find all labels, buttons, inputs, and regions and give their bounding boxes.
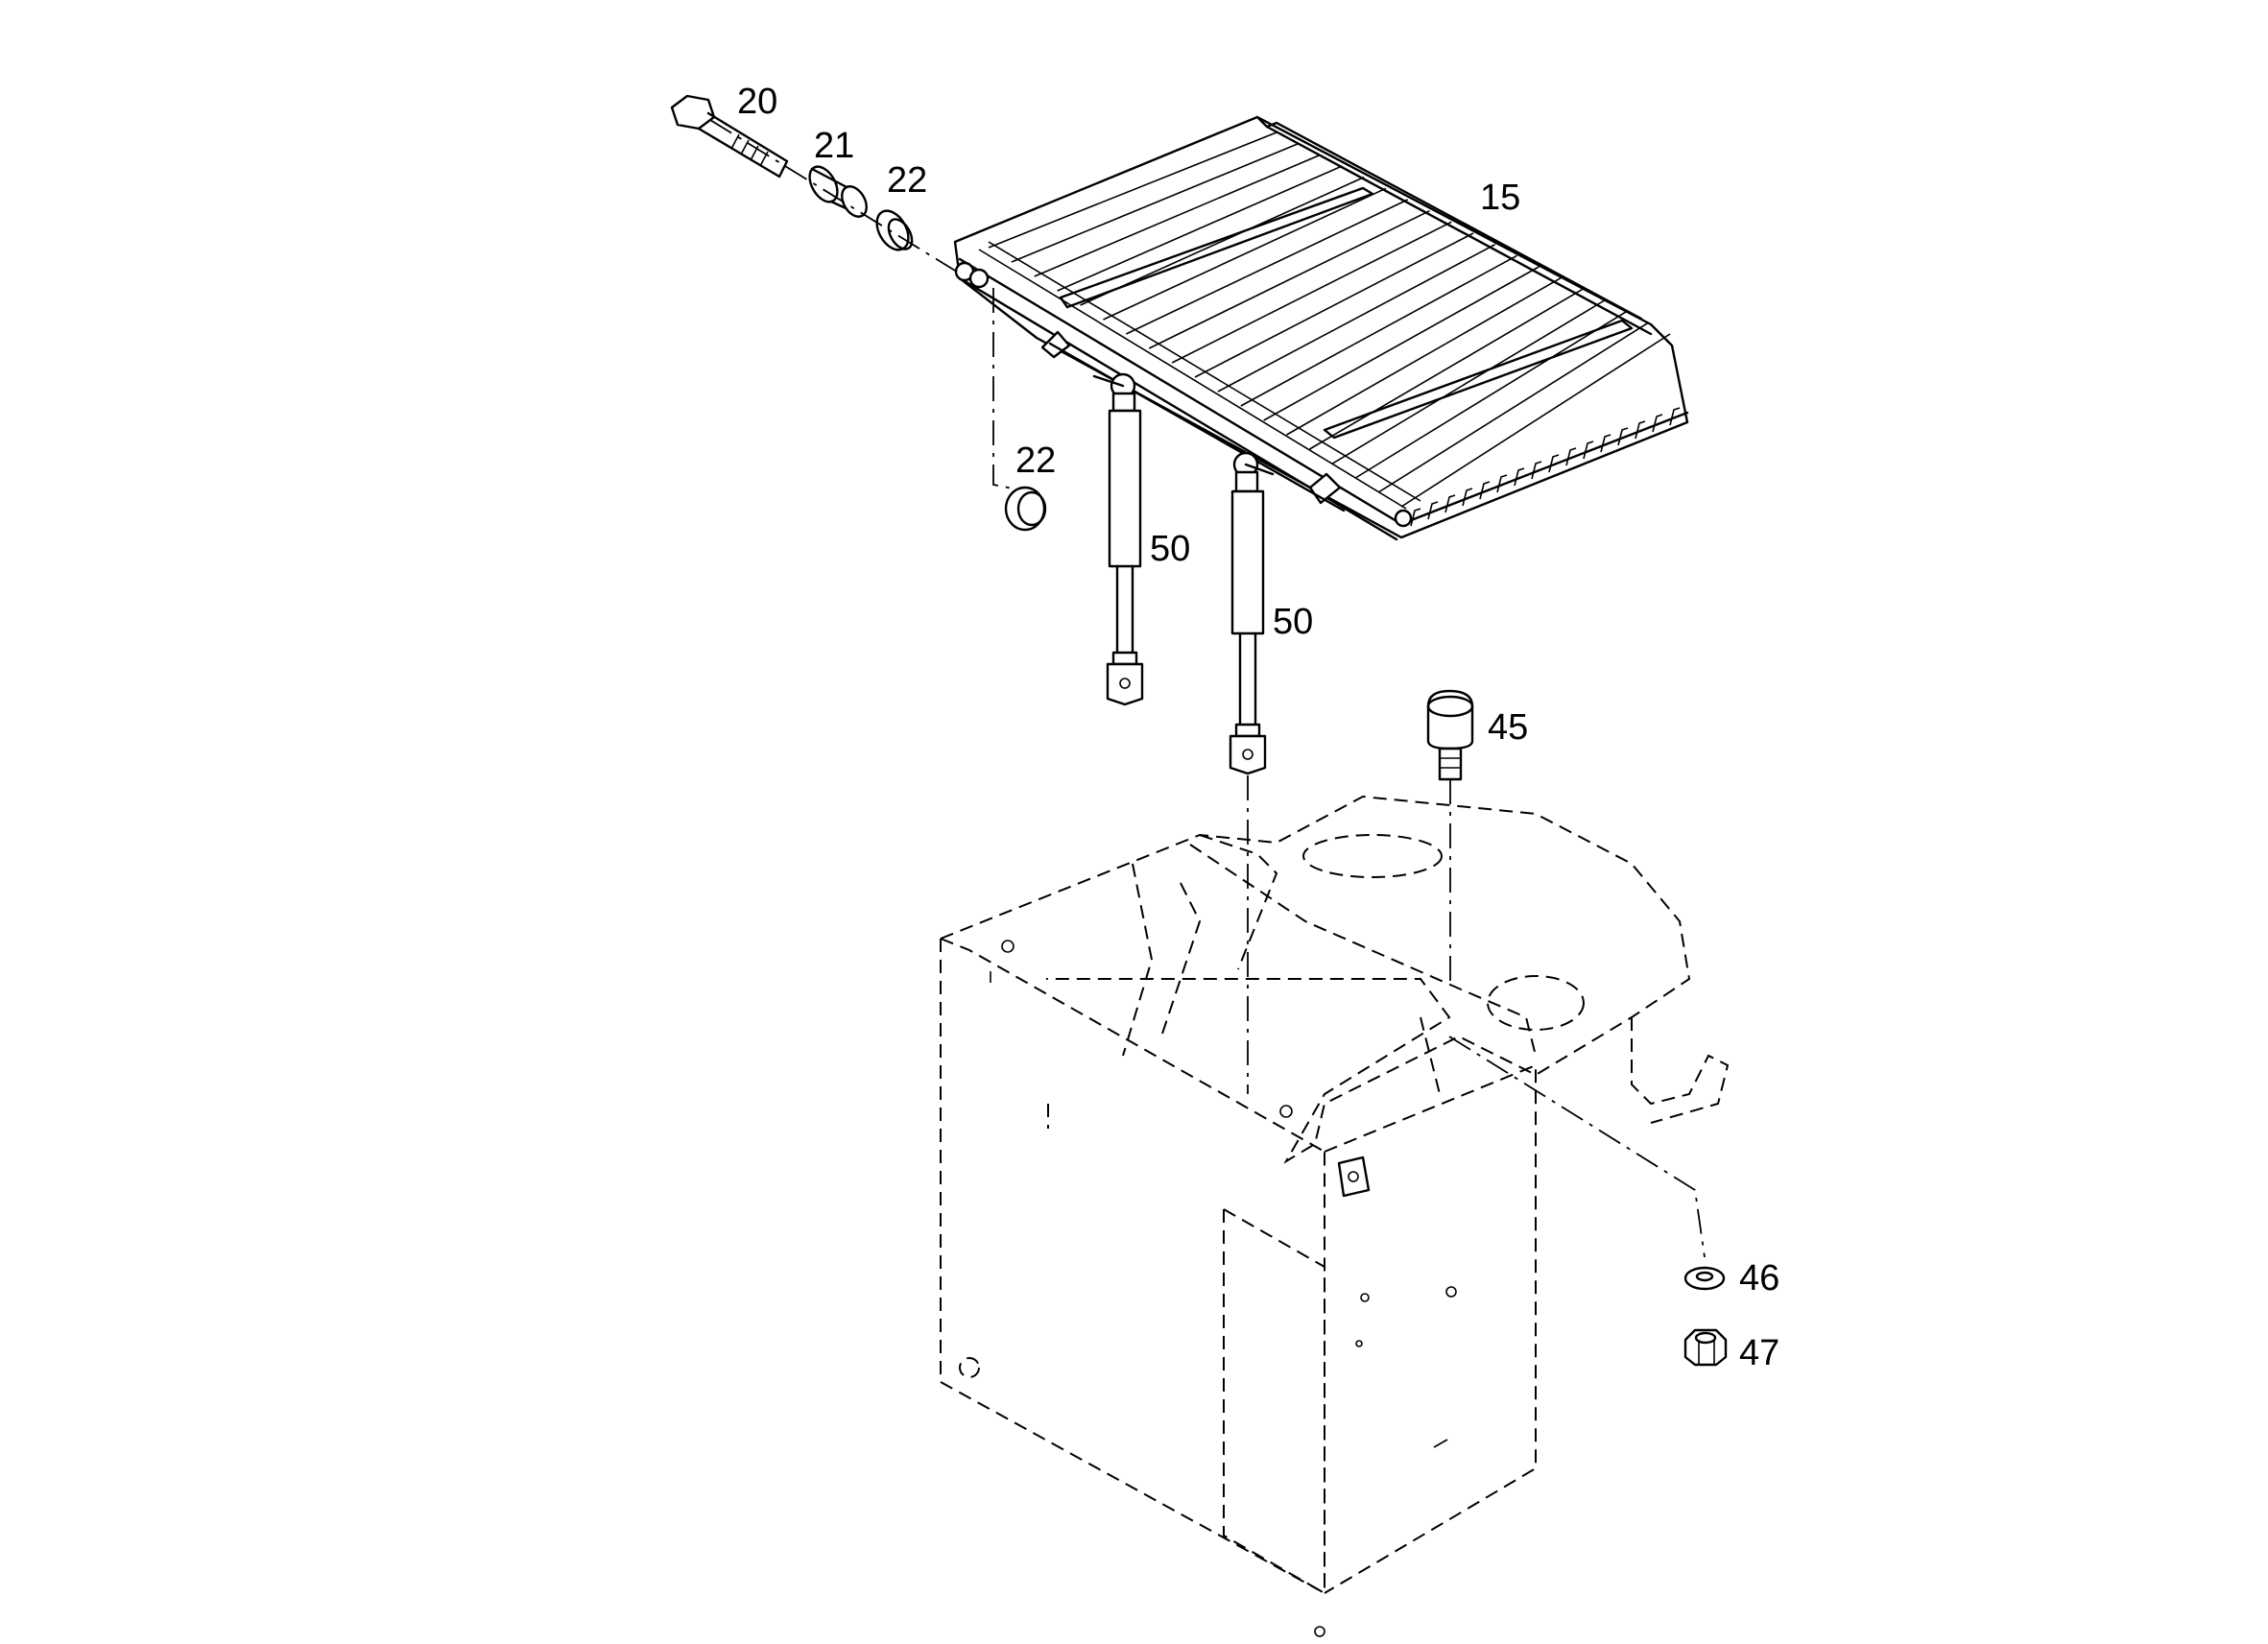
grille-tooth [1565,447,1577,466]
grille-slat [1377,322,1649,493]
grille-slat [988,131,1277,249]
gas-strut-part-50-right [1229,451,1275,775]
callout-50-left: 50 [1150,529,1190,569]
grille-slat [1194,232,1474,378]
nut-part-47 [1683,1328,1728,1367]
ring-part-22-upper [875,209,914,251]
grille-slat [1331,299,1606,465]
grille-slat [1080,176,1365,306]
grille-slat [1217,243,1496,393]
grille-tooth [1462,488,1473,507]
callout-47: 47 [1739,1333,1779,1373]
grille-tooth [1410,508,1421,527]
grille-tooth [1635,420,1646,440]
bolt-part-20 [670,94,789,179]
grille-slat [1240,254,1517,407]
grille-slat [1148,209,1430,349]
grille-slat [1103,187,1387,321]
callout-15: 15 [1480,178,1520,218]
grille-slat [1286,276,1562,436]
callout-46: 46 [1739,1258,1779,1299]
grille-tooth [1548,454,1560,473]
callout-22-lower: 22 [1015,441,1056,481]
callout-50-right: 50 [1273,602,1313,642]
grille-tooth [1479,481,1491,500]
grille-slat [1057,165,1343,292]
grille-slats [988,131,1671,508]
callout-21: 21 [814,126,854,166]
grille-tooth [1514,467,1525,487]
grille-tooth [1600,434,1611,453]
grille-slat [1125,199,1409,335]
grille-slat [1011,142,1300,263]
grille-part-15 [953,115,1689,541]
grille-tooth [1669,407,1681,426]
gas-strut-part-50-left [1092,372,1144,706]
rubber-bumper-part-45 [1426,689,1474,781]
callout-45: 45 [1488,707,1528,748]
grille-tooth [1496,474,1508,493]
grille-tooth [1531,461,1542,480]
ring-part-22-lower [1004,486,1047,532]
grille-tooth [1617,427,1629,446]
grille-tooth [1583,441,1594,460]
grille-slat [1354,310,1627,479]
callout-20: 20 [737,82,777,122]
grille-tooth [1427,501,1439,520]
grille-slat [1400,333,1671,508]
grille-slat [1034,154,1321,277]
housing-dashed-outline [940,795,1730,1637]
grille-tooth [1444,494,1456,513]
grille-slat [1171,221,1452,364]
grille-tooth [1652,414,1663,433]
grille-teeth [1410,407,1681,527]
washer-part-46 [1683,1266,1726,1291]
callout-22-upper: 22 [887,160,927,201]
grille-slat [1263,266,1540,421]
grille-slat [1309,288,1584,450]
